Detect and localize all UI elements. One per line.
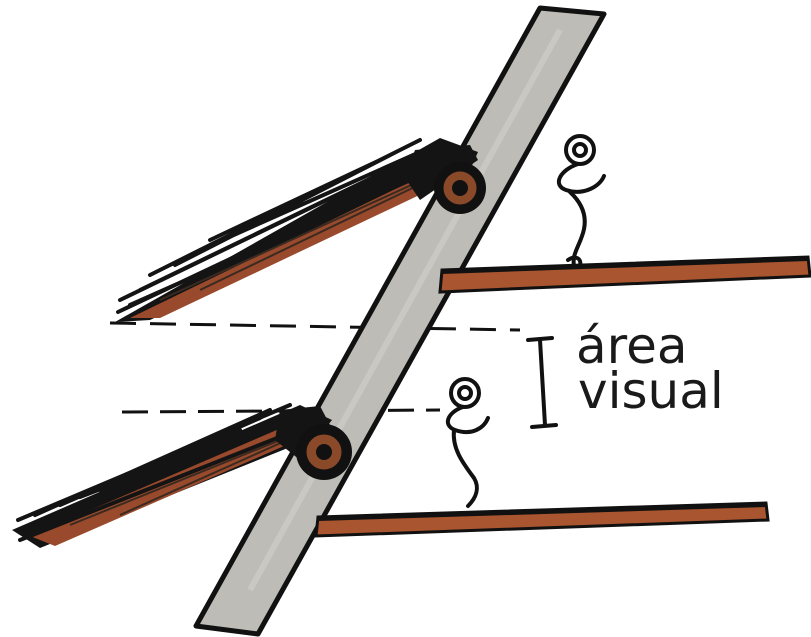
- lower-floor: [314, 501, 770, 538]
- upper-hinge: [434, 162, 486, 214]
- sight-area-label: área visual: [576, 317, 724, 420]
- rafter-beam: [193, 5, 607, 637]
- label-line-area: área: [576, 317, 688, 375]
- upper-person-figure: [556, 134, 606, 268]
- label-line-visual: visual: [578, 362, 724, 420]
- upper-roof-window: [115, 138, 478, 322]
- lower-hinge: [296, 424, 352, 480]
- upper-sight-line: [109, 321, 521, 332]
- lower-roof-window: [12, 403, 332, 548]
- lower-person-figure: [445, 377, 490, 508]
- sight-area-bracket: [526, 336, 558, 429]
- upper-floor: [438, 255, 811, 294]
